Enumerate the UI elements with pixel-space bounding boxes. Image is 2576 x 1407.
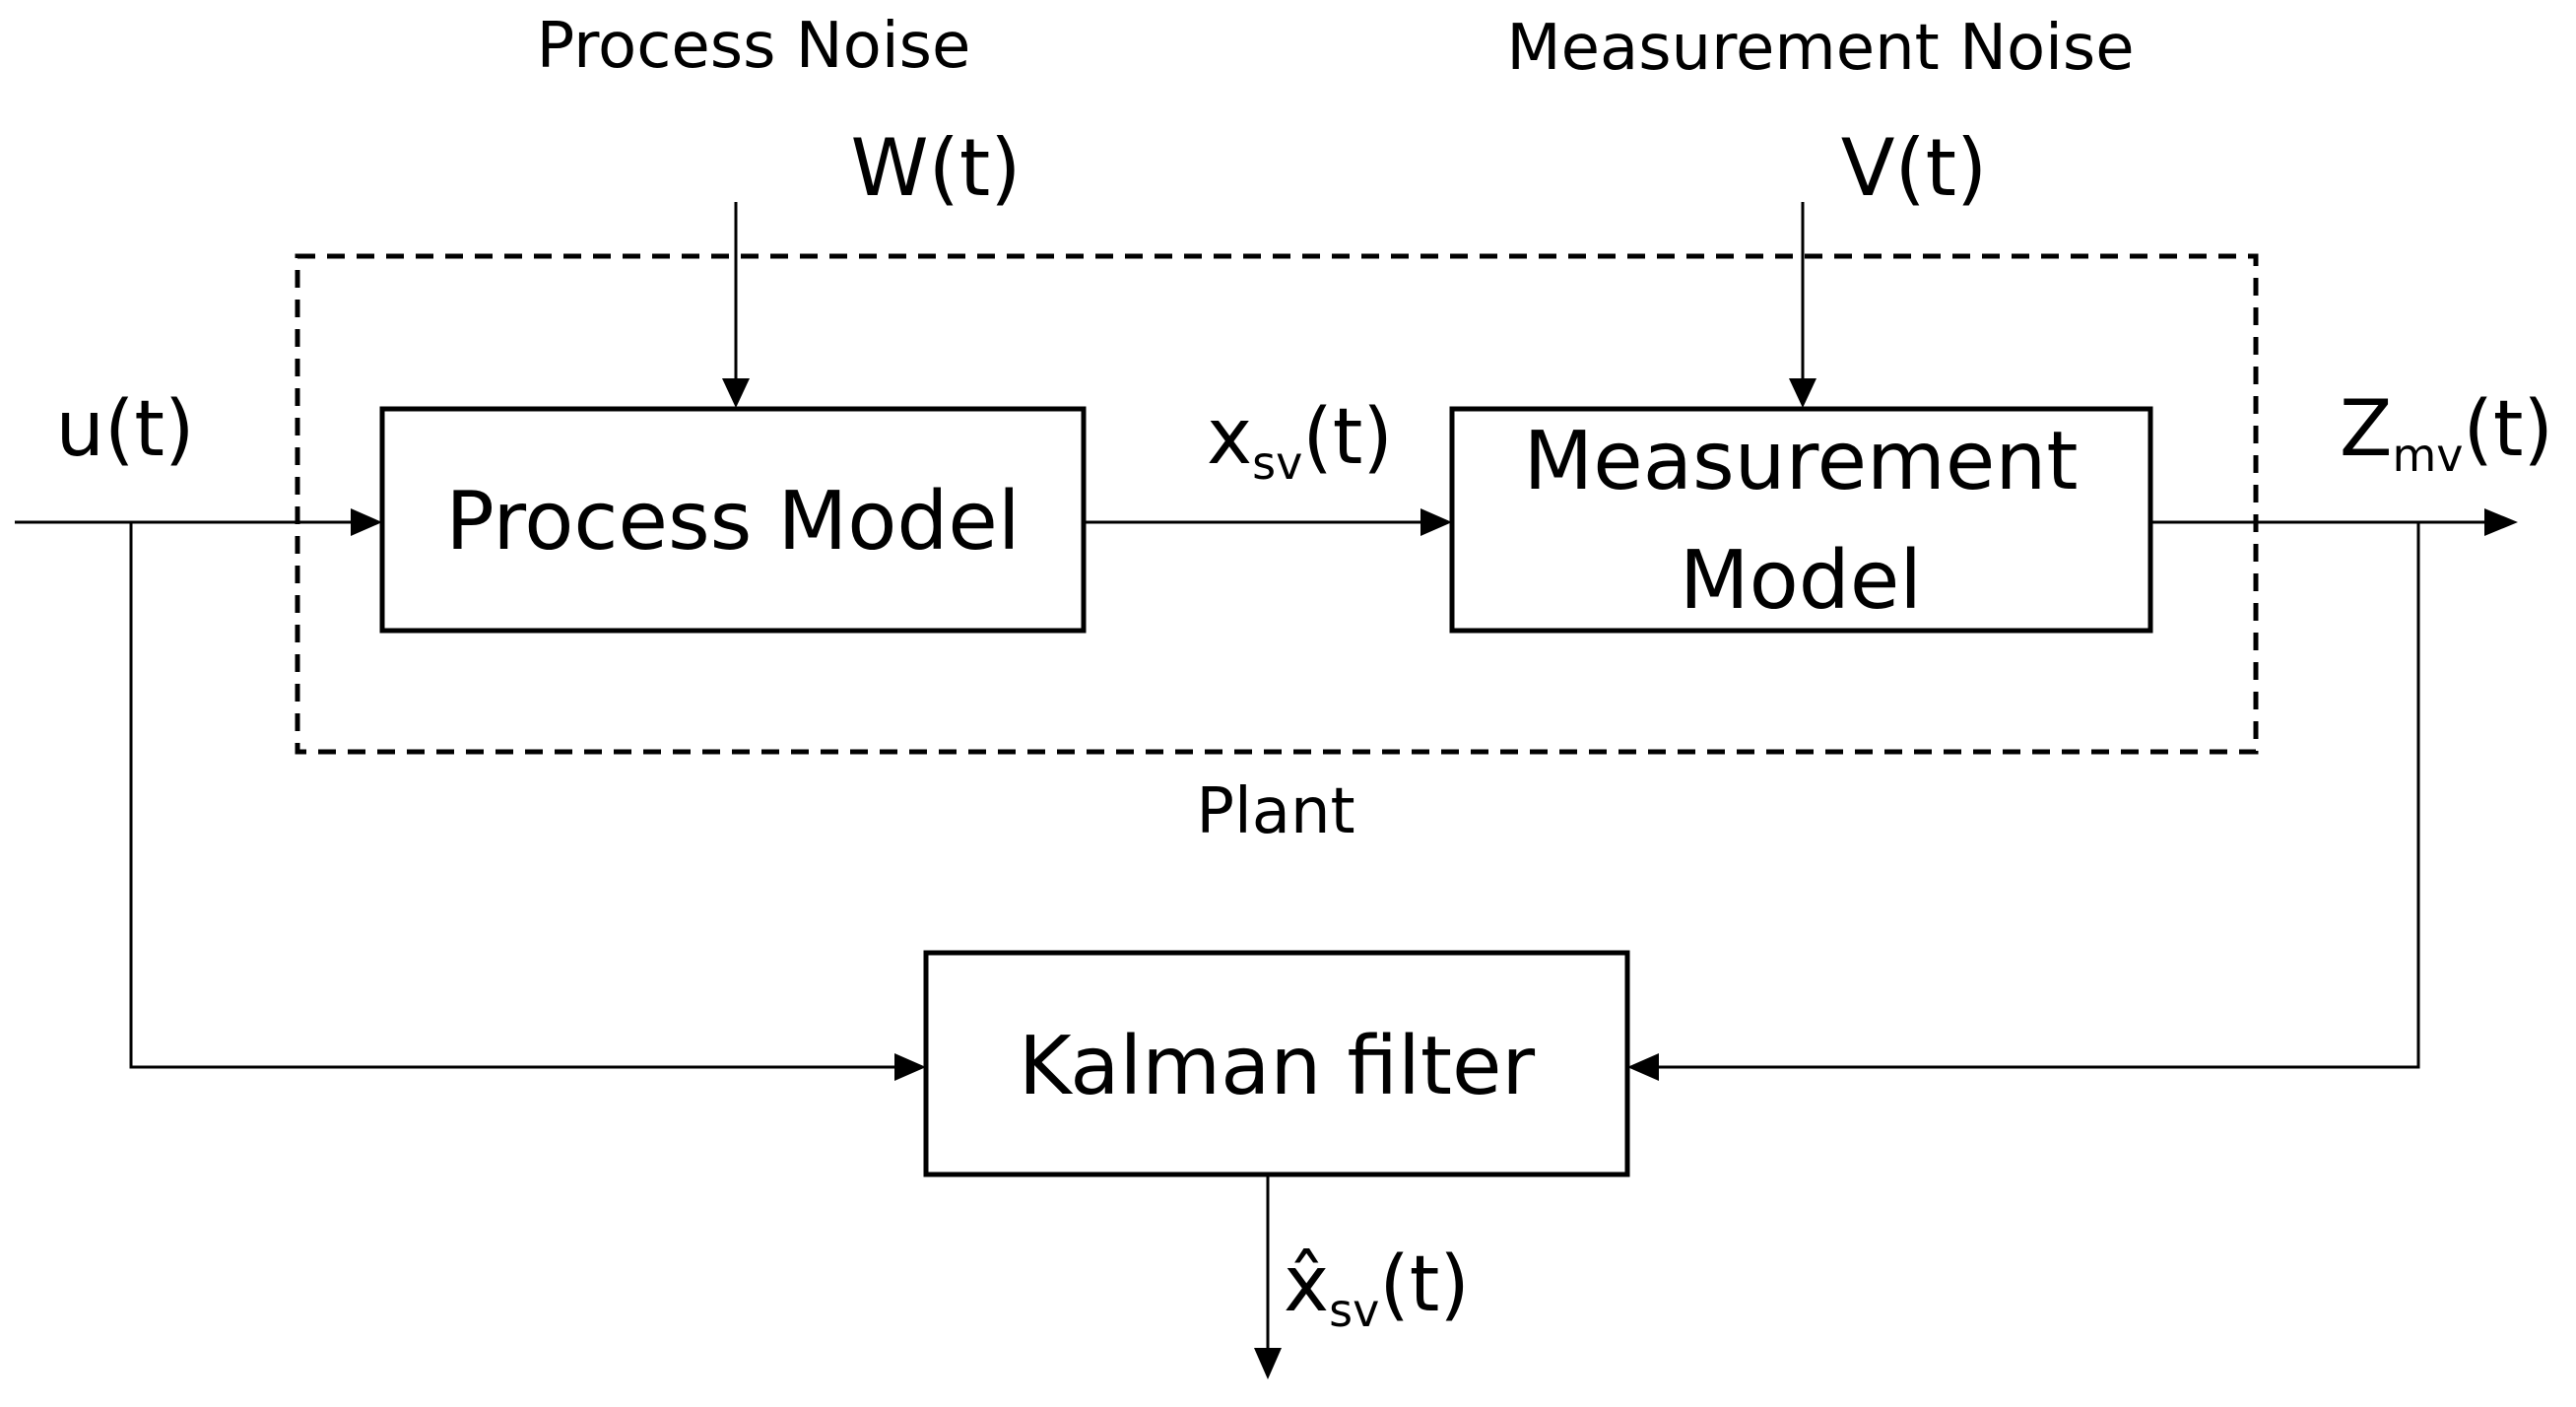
output-signal-label: Zmv(t)	[2340, 385, 2553, 482]
kalman-filter-block	[923, 950, 1630, 1177]
measurement-noise-symbol: V(t)	[1841, 122, 1988, 214]
measurement-noise-title: Measurement Noise	[1506, 12, 2134, 85]
state-signal-sub: sv	[1252, 436, 1302, 490]
process-model-block	[379, 406, 1087, 634]
input-arrowhead	[351, 508, 382, 536]
measurement-model-label-line2: Model	[1680, 534, 1922, 628]
input-to-filter-arrowhead	[894, 1053, 926, 1081]
state-signal-arg: (t)	[1302, 393, 1392, 482]
input-signal-label: u(t)	[56, 385, 195, 474]
kalman-filter-label: Kalman filter	[1019, 1020, 1536, 1113]
output-to-filter-arrowhead	[1627, 1053, 1659, 1081]
state-signal-base: x	[1207, 393, 1252, 482]
state-signal-label: xsv(t)	[1207, 393, 1393, 490]
output-signal-arg: (t)	[2463, 385, 2552, 474]
state-arrowhead	[1420, 508, 1452, 536]
estimate-signal-sub: sv	[1329, 1284, 1379, 1337]
estimate-signal-label: x̂sv(t)	[1284, 1240, 1470, 1337]
process-noise-title: Process Noise	[537, 10, 971, 83]
plant-boundary	[295, 253, 2259, 755]
process-noise-symbol: W(t)	[851, 122, 1022, 214]
output-arrowhead	[2484, 508, 2518, 536]
measurement-model-block	[1449, 406, 2153, 634]
estimate-arrowhead	[1254, 1348, 1282, 1379]
plant-label: Plant	[1196, 775, 1354, 848]
measurement-noise-arrowhead	[1789, 378, 1816, 408]
input-to-filter-wire	[129, 522, 902, 1069]
output-signal-sub: mv	[2392, 429, 2463, 482]
output-to-filter-wire	[1651, 522, 2420, 1069]
output-signal-base: Z	[2340, 385, 2392, 474]
estimate-signal-arg: (t)	[1379, 1240, 1469, 1329]
process-noise-arrowhead	[722, 378, 750, 408]
process-model-label: Process Model	[445, 475, 1020, 569]
measurement-model-label-line1: Measurement	[1524, 415, 2079, 508]
estimate-signal-base: x̂	[1284, 1240, 1329, 1329]
